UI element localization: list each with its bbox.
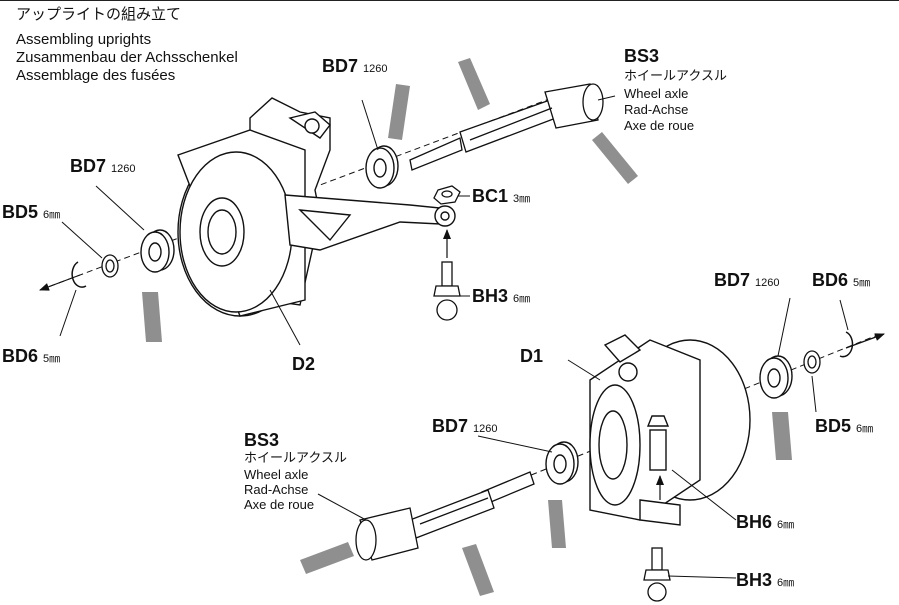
title-en: Assembling uprights <box>16 31 152 48</box>
title-fr: Assemblage des fusées <box>16 67 176 84</box>
bs3-bottom-en: Wheel axle <box>244 467 309 482</box>
bs3-top-fr: Axe de roue <box>624 118 695 133</box>
bd6-right-eclip <box>839 331 854 358</box>
d1-upright <box>589 334 751 526</box>
title-de: Zusammenbau der Achsschenkel <box>16 49 238 66</box>
bd7-top-bearing <box>365 145 399 189</box>
label-bs3-top: BS3 <box>624 46 660 66</box>
bs3-bottom-jp: ホイールアクスル <box>244 450 347 465</box>
grease-tubes-upper <box>142 58 638 342</box>
bd7-left-bearing <box>140 229 175 273</box>
leader-lines-upper <box>59 95 616 346</box>
bh3-bottom-screw <box>643 547 671 602</box>
bc1-nut <box>433 185 461 205</box>
bh3-top-screw <box>433 261 461 321</box>
bs3-top-jp: ホイールアクスル <box>624 68 727 83</box>
leader-lines-lower <box>317 297 849 579</box>
label-bs3-bottom: BS3 <box>244 430 280 450</box>
grease-tubes-lower <box>300 412 792 596</box>
label-d2: D2 <box>292 354 316 374</box>
upper-left-arrow <box>39 274 81 291</box>
bd7-bottom-bearing <box>545 441 579 485</box>
bd5-left-washer <box>101 254 119 278</box>
title-jp: アップライトの組み立て <box>16 6 182 23</box>
bs3-top-en: Wheel axle <box>624 86 689 101</box>
bs3-top-de: Rad-Achse <box>624 102 689 117</box>
bs3-bottom-fr: Axe de roue <box>244 497 315 512</box>
bs3-bottom-axle <box>355 471 535 561</box>
label-d1: D1 <box>520 346 544 366</box>
bd5-right-washer <box>803 350 821 374</box>
d2-upright <box>177 97 456 317</box>
bd6-left-eclip <box>71 261 87 288</box>
bs3-bottom-de: Rad-Achse <box>244 482 309 497</box>
bd7-right-bearing <box>759 355 793 399</box>
bs3-top-axle <box>409 83 604 171</box>
